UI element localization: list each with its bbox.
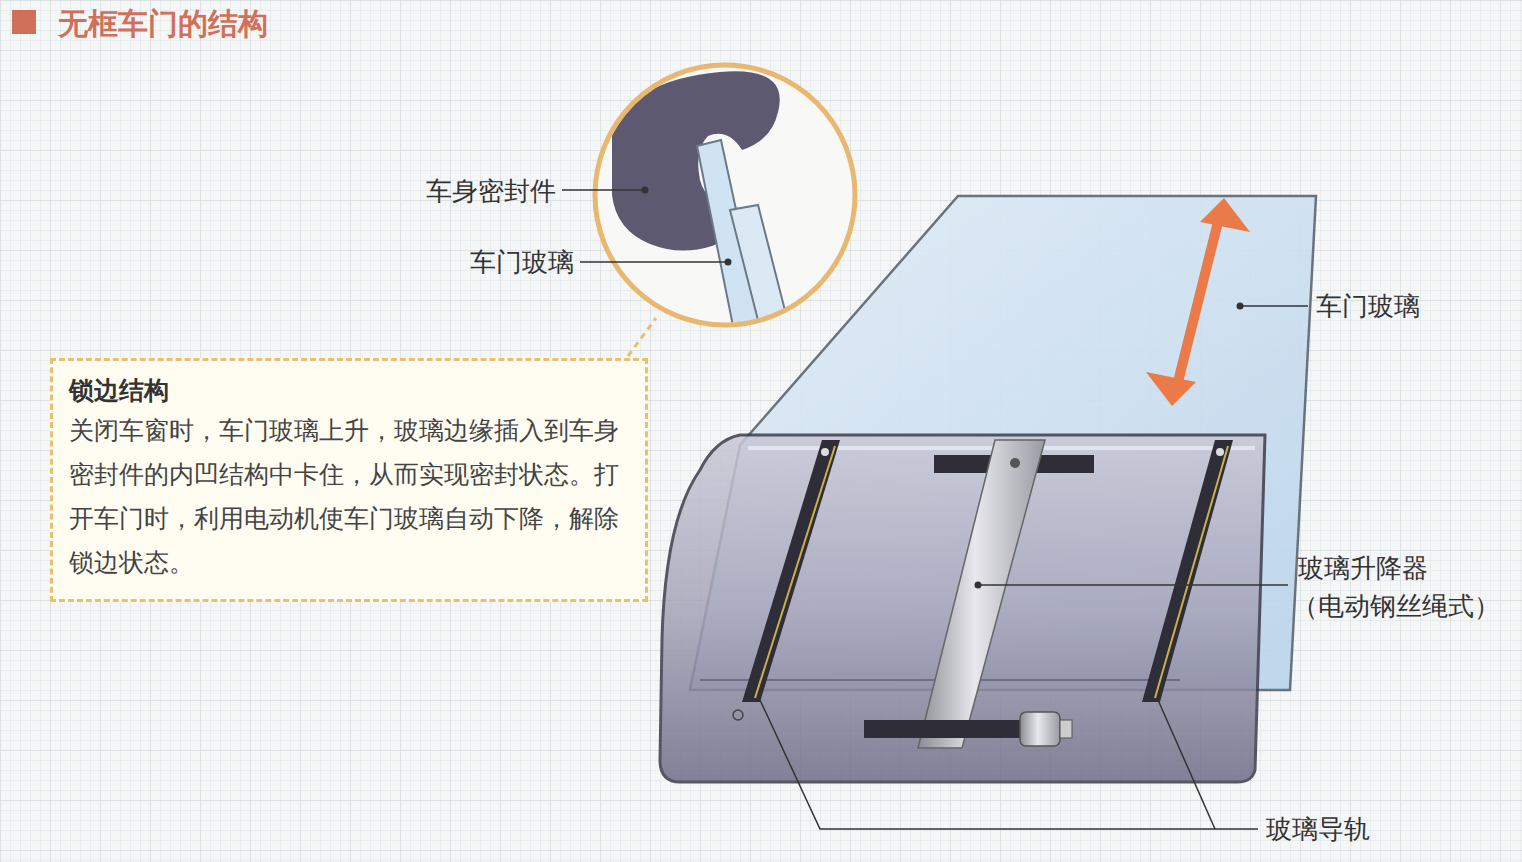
- door-panel: [660, 435, 1265, 782]
- leader-line: [1240, 305, 1308, 307]
- door-glass-section: [730, 205, 790, 336]
- motor: [1020, 712, 1060, 746]
- callout-pointer: [628, 318, 656, 356]
- leader-line: [760, 700, 1258, 829]
- rail-bolt: [1216, 448, 1224, 456]
- title-square: [12, 10, 36, 34]
- leader-dot: [725, 259, 732, 266]
- part-label: 车门玻璃: [470, 247, 574, 277]
- motion-arrow: [1200, 198, 1250, 232]
- leader-line: [978, 584, 1288, 586]
- leader-line: [580, 261, 728, 263]
- leader-line: [562, 189, 645, 191]
- part-label: 车身密封件: [426, 176, 556, 206]
- page-title: 无框车门的结构: [58, 6, 268, 42]
- leader-dot: [1237, 303, 1244, 310]
- lifter-bottom-bar: [864, 720, 1040, 738]
- leader-dot: [642, 187, 649, 194]
- leader-line: [1158, 700, 1215, 829]
- motion-arrow: [1178, 222, 1218, 382]
- callout-heading: 锁边结构: [69, 373, 629, 409]
- part-label: 玻璃升降器: [1298, 553, 1428, 583]
- glass-rail: [755, 446, 835, 698]
- part-label: 玻璃导轨: [1266, 814, 1370, 844]
- callout-body: 关闭车窗时，车门玻璃上升，玻璃边缘插入到车身密封件的内凹结构中卡住，从而实现密封…: [69, 409, 629, 585]
- glass-rail: [1155, 446, 1228, 698]
- door-hole: [733, 710, 743, 720]
- part-label: 车门玻璃: [1316, 291, 1420, 321]
- lifter-pivot: [1010, 458, 1020, 468]
- glass-rail: [1142, 440, 1233, 702]
- callout-box: 锁边结构关闭车窗时，车门玻璃上升，玻璃边缘插入到车身密封件的内凹结构中卡住，从而…: [50, 358, 648, 602]
- motor: [1060, 720, 1072, 738]
- glass-rail: [742, 440, 840, 702]
- window-regulator: [918, 440, 1045, 748]
- leader-dot: [975, 582, 982, 589]
- motion-arrow: [1146, 372, 1196, 406]
- detail-circle: [595, 65, 855, 325]
- part-note: （电动钢丝绳式）: [1292, 591, 1500, 621]
- rail-bolt: [821, 448, 829, 456]
